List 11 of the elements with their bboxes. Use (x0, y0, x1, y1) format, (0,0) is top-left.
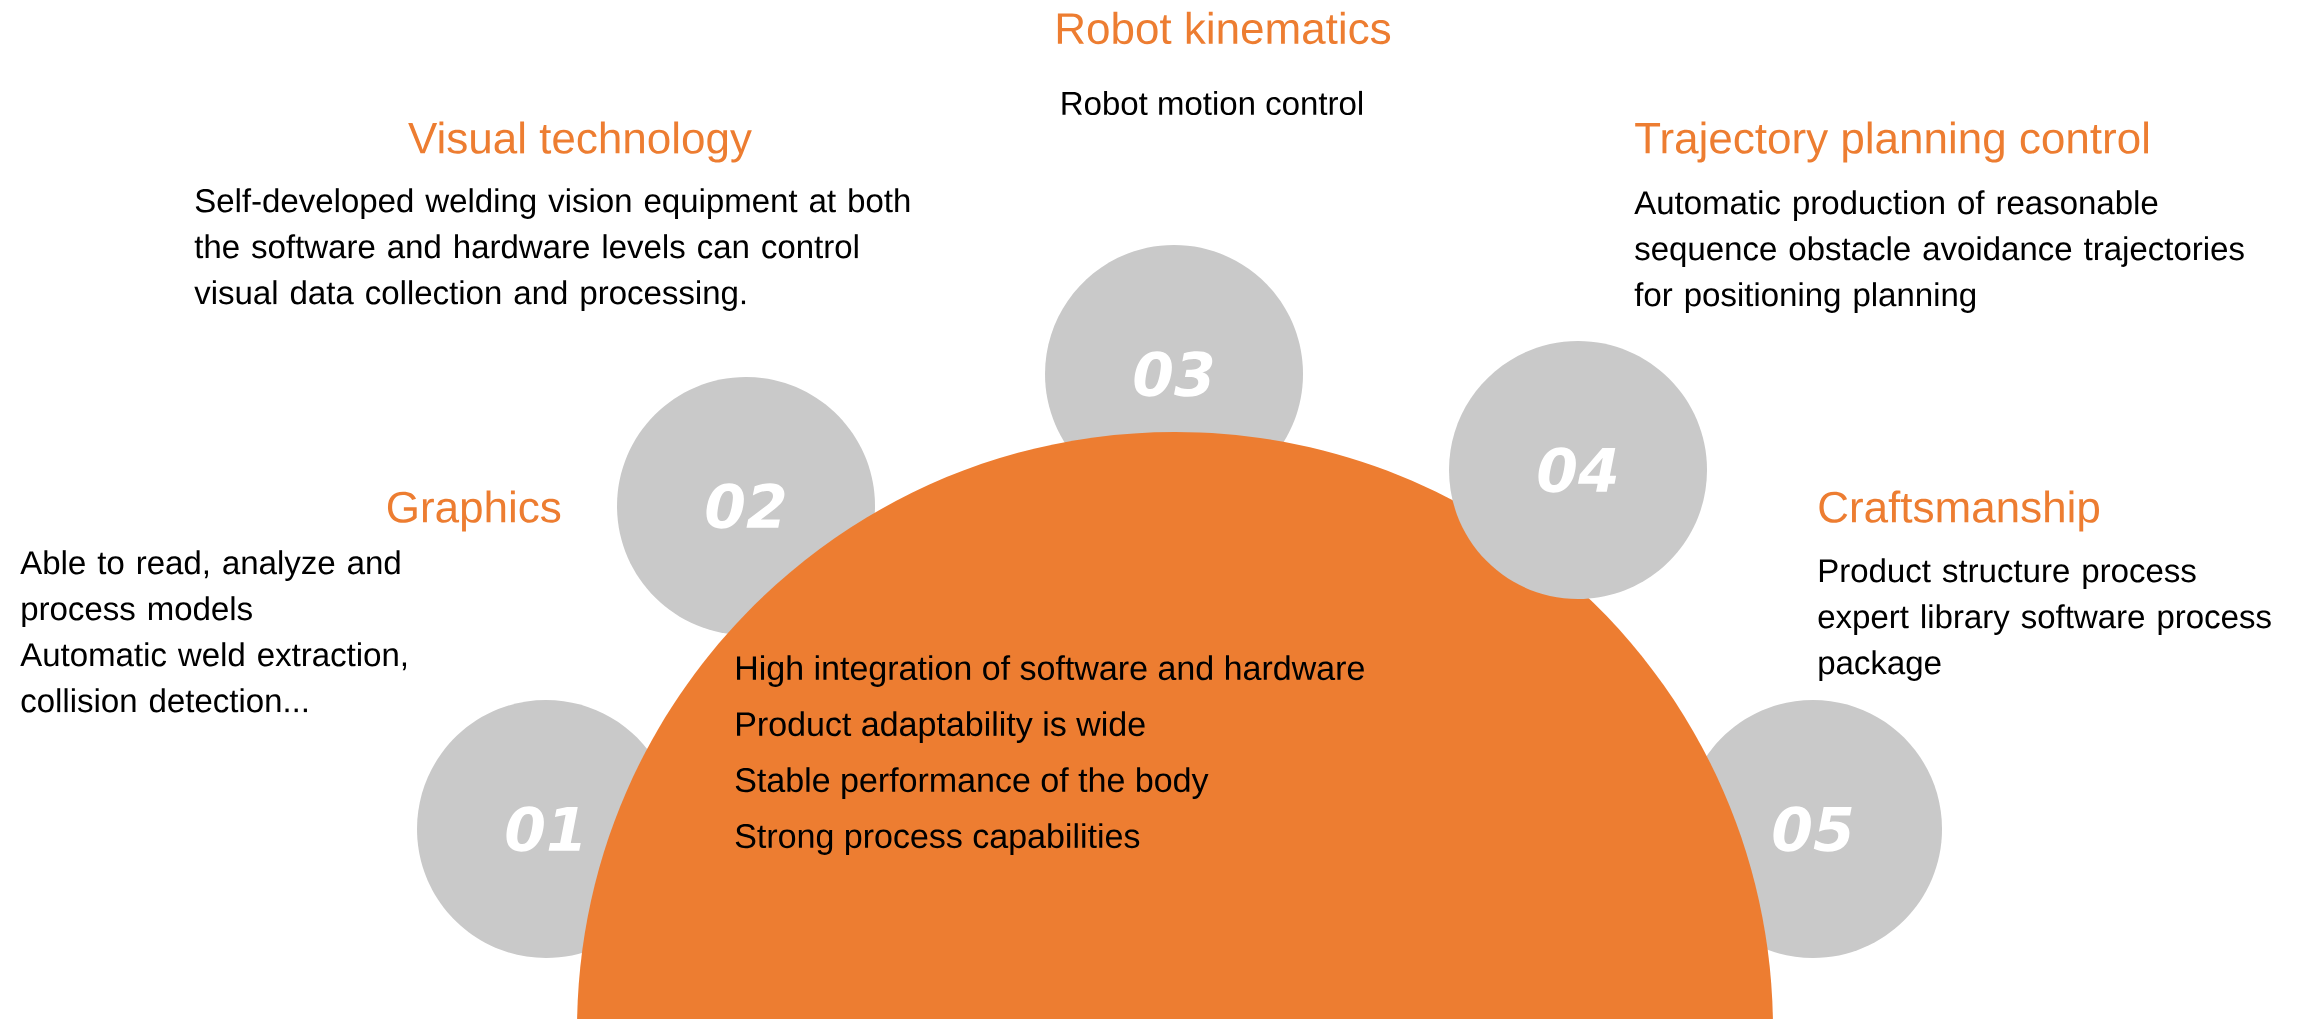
description-text: Able to read, analyze and process models (20, 550, 400, 627)
heading: Robot kinematics (1057, 11, 1391, 45)
heading: Trajectory planning control (1635, 121, 2148, 163)
description-text: Robot motion control (1062, 90, 1362, 116)
description-text: Automatic production of reasonable sequence obstacle avoidance trajectories for positioning planning (1634, 190, 2244, 313)
description-text: Self-developed welding vision equipment at both the software and hardware levels can control visual data collection and processing. (194, 188, 910, 311)
description-text: Automatic weld extraction, collision detection... (20, 642, 406, 713)
description-text: Product structure process expert library software process package (1818, 558, 2271, 681)
heading: Craftsmanship (1819, 490, 2099, 532)
heading: Visual technology (408, 121, 752, 163)
heading: Graphics (387, 490, 561, 532)
